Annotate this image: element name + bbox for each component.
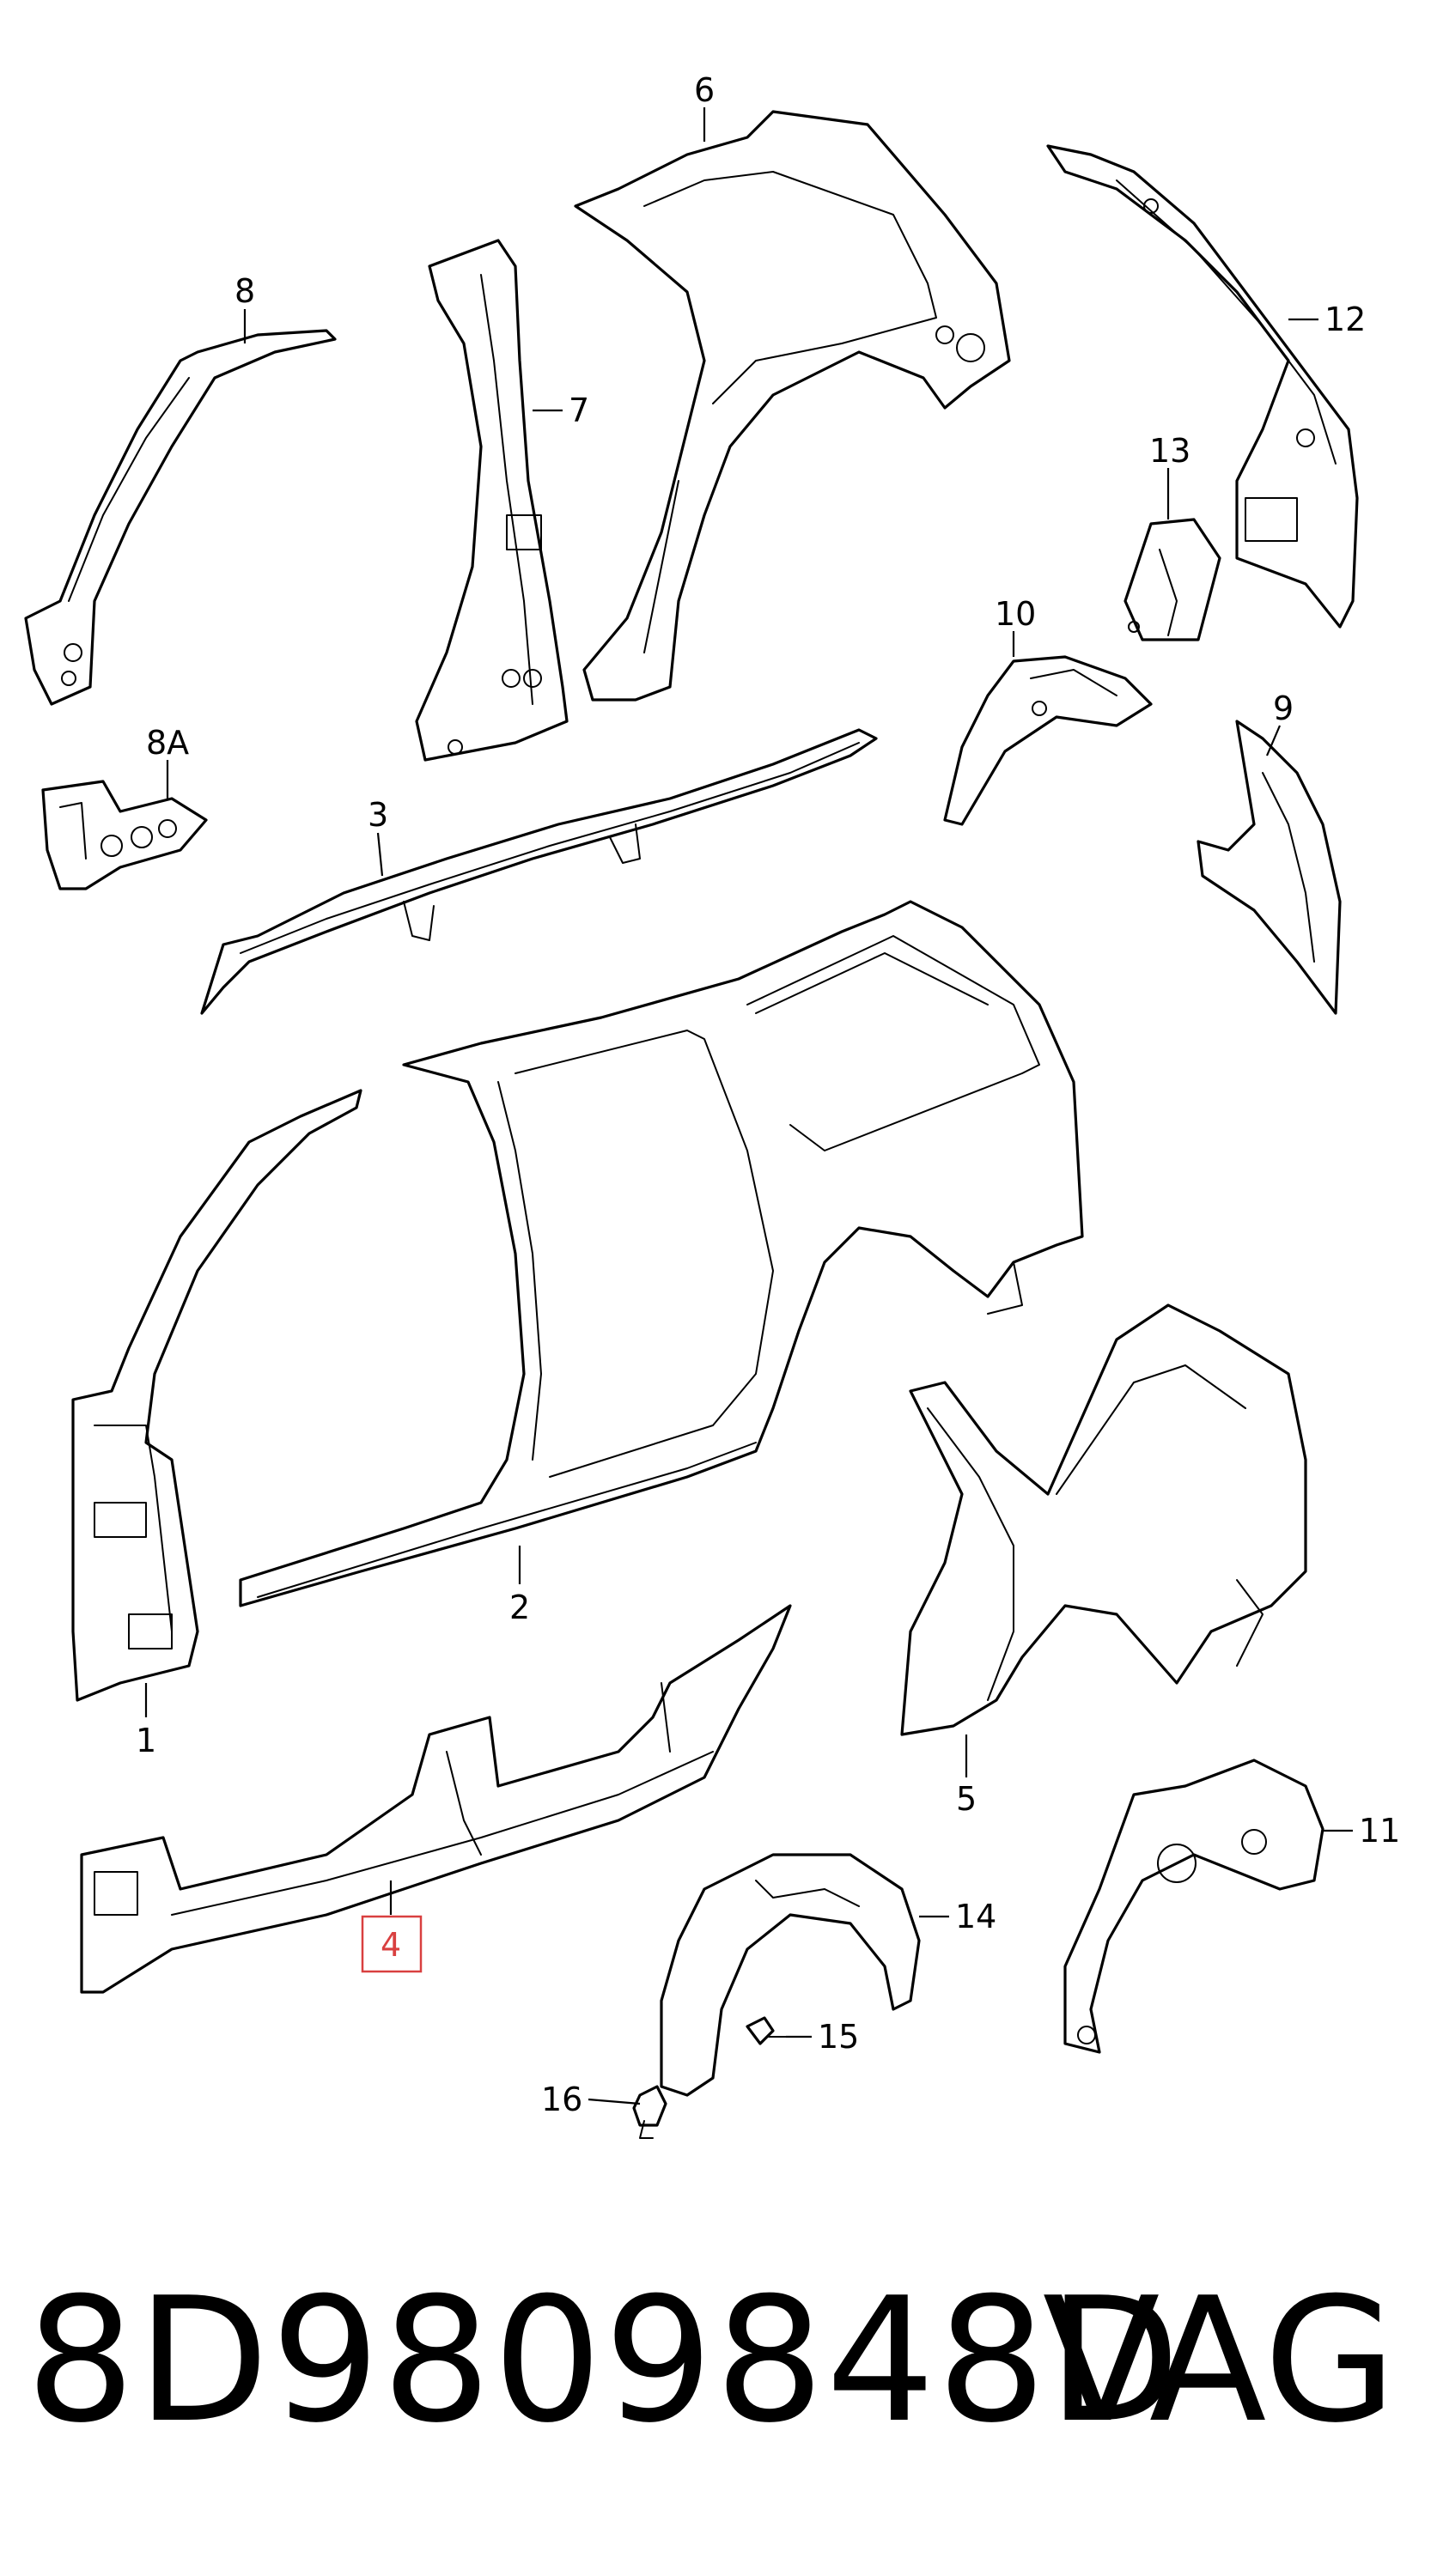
callout-10: 10 (995, 595, 1036, 633)
callout-6: 6 (694, 71, 715, 109)
part-4-rocker-panel (80, 1604, 792, 1994)
part-15-screw (746, 2016, 787, 2045)
callout-2: 2 (509, 1589, 530, 1626)
callout-7: 7 (569, 392, 589, 429)
callout-11: 11 (1359, 1812, 1400, 1850)
part-8a-bracket (41, 780, 208, 890)
part-number: 8D9809848D (26, 2261, 1182, 2461)
callout-4: 4 (381, 1926, 401, 1964)
part-16-clip (632, 2085, 667, 2139)
callout-8a: 8A (146, 724, 189, 762)
callout-5: 5 (956, 1780, 977, 1818)
part-9-wheelhouse-rear (1197, 720, 1342, 1015)
leader-16 (588, 2098, 641, 2105)
callout-12: 12 (1324, 301, 1366, 338)
part-11-wheelhouse-outer (1063, 1759, 1324, 2054)
part-10-wheelhouse-segment (943, 655, 1153, 826)
parts-diagram: 6 8 7 12 13 10 9 8A 3 2 1 5 11 14 15 16 … (24, 71, 1400, 2139)
callout-9: 9 (1273, 690, 1294, 727)
callout-1: 1 (136, 1722, 156, 1759)
callout-4-highlight-box (361, 1915, 423, 1973)
callout-13: 13 (1149, 432, 1190, 470)
brand-label: VAG (1042, 2261, 1397, 2461)
callout-15: 15 (818, 2018, 859, 2056)
part-6-quarter-inner (574, 110, 1011, 702)
part-2-side-frame (239, 900, 1084, 1607)
part-14-wheel-arch-liner (660, 1853, 921, 2097)
part-8-a-pillar-inner (24, 329, 337, 706)
callout-16: 16 (541, 2081, 582, 2118)
leader-9 (1265, 725, 1282, 756)
part-13-bracket (1123, 518, 1221, 641)
part-12-c-pillar-inner (1046, 144, 1359, 629)
callout-8: 8 (234, 272, 255, 310)
callout-3: 3 (368, 796, 388, 834)
part-3-roof-rail (200, 728, 878, 1015)
part-7-b-pillar (415, 239, 569, 762)
part-5-quarter-outer (900, 1303, 1307, 1736)
leader-3 (376, 832, 384, 877)
callout-14: 14 (955, 1898, 996, 1935)
part-1-a-pillar-outer (71, 1089, 362, 1702)
